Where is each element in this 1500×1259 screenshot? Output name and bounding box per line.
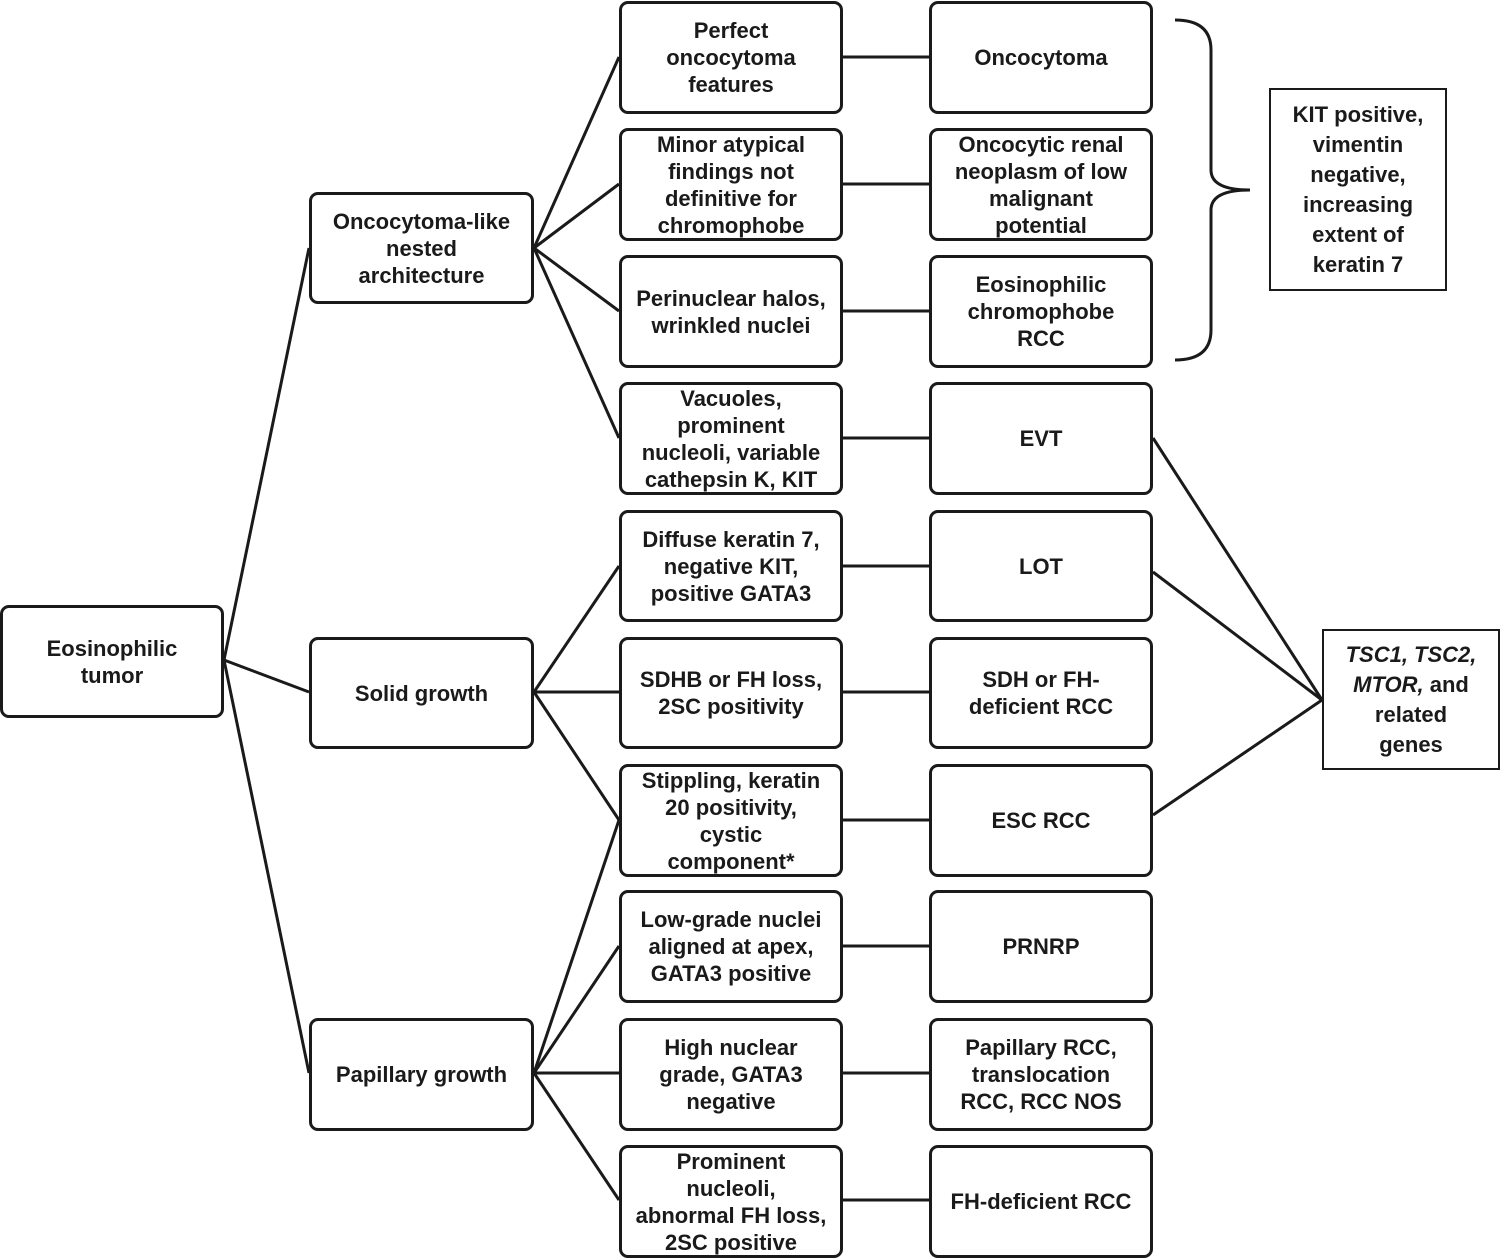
connector-root-solid — [223, 658, 310, 694]
diagnosis-prnrp: PRNRP — [929, 890, 1153, 1003]
genes-related: related — [1374, 701, 1448, 727]
connector-evt-genes — [1151, 437, 1324, 701]
connector-pap-prominent — [532, 1072, 621, 1201]
connector-onc-vacuoles — [532, 247, 621, 439]
branch-papillary-growth: Papillary growth — [309, 1018, 534, 1131]
connector-esc-genes — [1152, 698, 1323, 817]
connector-onc-perfect — [532, 56, 621, 249]
connector-solid-k7 — [532, 565, 621, 693]
connector-root-papillary — [222, 659, 311, 1074]
genes-and: and — [1423, 671, 1469, 697]
genes-italic-line1: TSC1, TSC2, — [1345, 641, 1477, 667]
connector-onc-minor — [533, 182, 620, 250]
annotation-genes: TSC1, TSC2, MTOR, and related genes — [1322, 629, 1500, 770]
brace-kit-group — [1174, 18, 1251, 362]
diagnosis-evt: EVT — [929, 382, 1153, 495]
connector-lot-genes — [1152, 570, 1323, 702]
connector-root-oncocytoma — [222, 247, 311, 661]
genes-italic-mtor: MTOR, — [1353, 671, 1424, 697]
connector-pap-stippling — [532, 819, 621, 1074]
diagnosis-lot: LOT — [929, 510, 1153, 622]
finding-sdhb-fh-loss: SDHB or FH loss,2SC positivity — [619, 637, 843, 749]
genes-word: genes — [1379, 731, 1443, 757]
connector-onc-perinuclear — [533, 246, 620, 313]
connector-solid-stippling — [532, 691, 621, 821]
diagnosis-esc-rcc: ESC RCC — [929, 764, 1153, 877]
diagnosis-sdh-fh-rcc: SDH or FH-deficient RCC — [929, 637, 1153, 749]
finding-diffuse-keratin7: Diffuse keratin 7,negative KIT,positive … — [619, 510, 843, 622]
connector-pap-lowgrade — [532, 945, 621, 1074]
diagnosis-oncocytoma: Oncocytoma — [929, 1, 1153, 114]
branch-solid-growth: Solid growth — [309, 637, 534, 749]
diagnosis-fh-deficient-rcc: FH-deficient RCC — [929, 1145, 1153, 1258]
finding-perinuclear-halos: Perinuclear halos,wrinkled nuclei — [619, 255, 843, 368]
